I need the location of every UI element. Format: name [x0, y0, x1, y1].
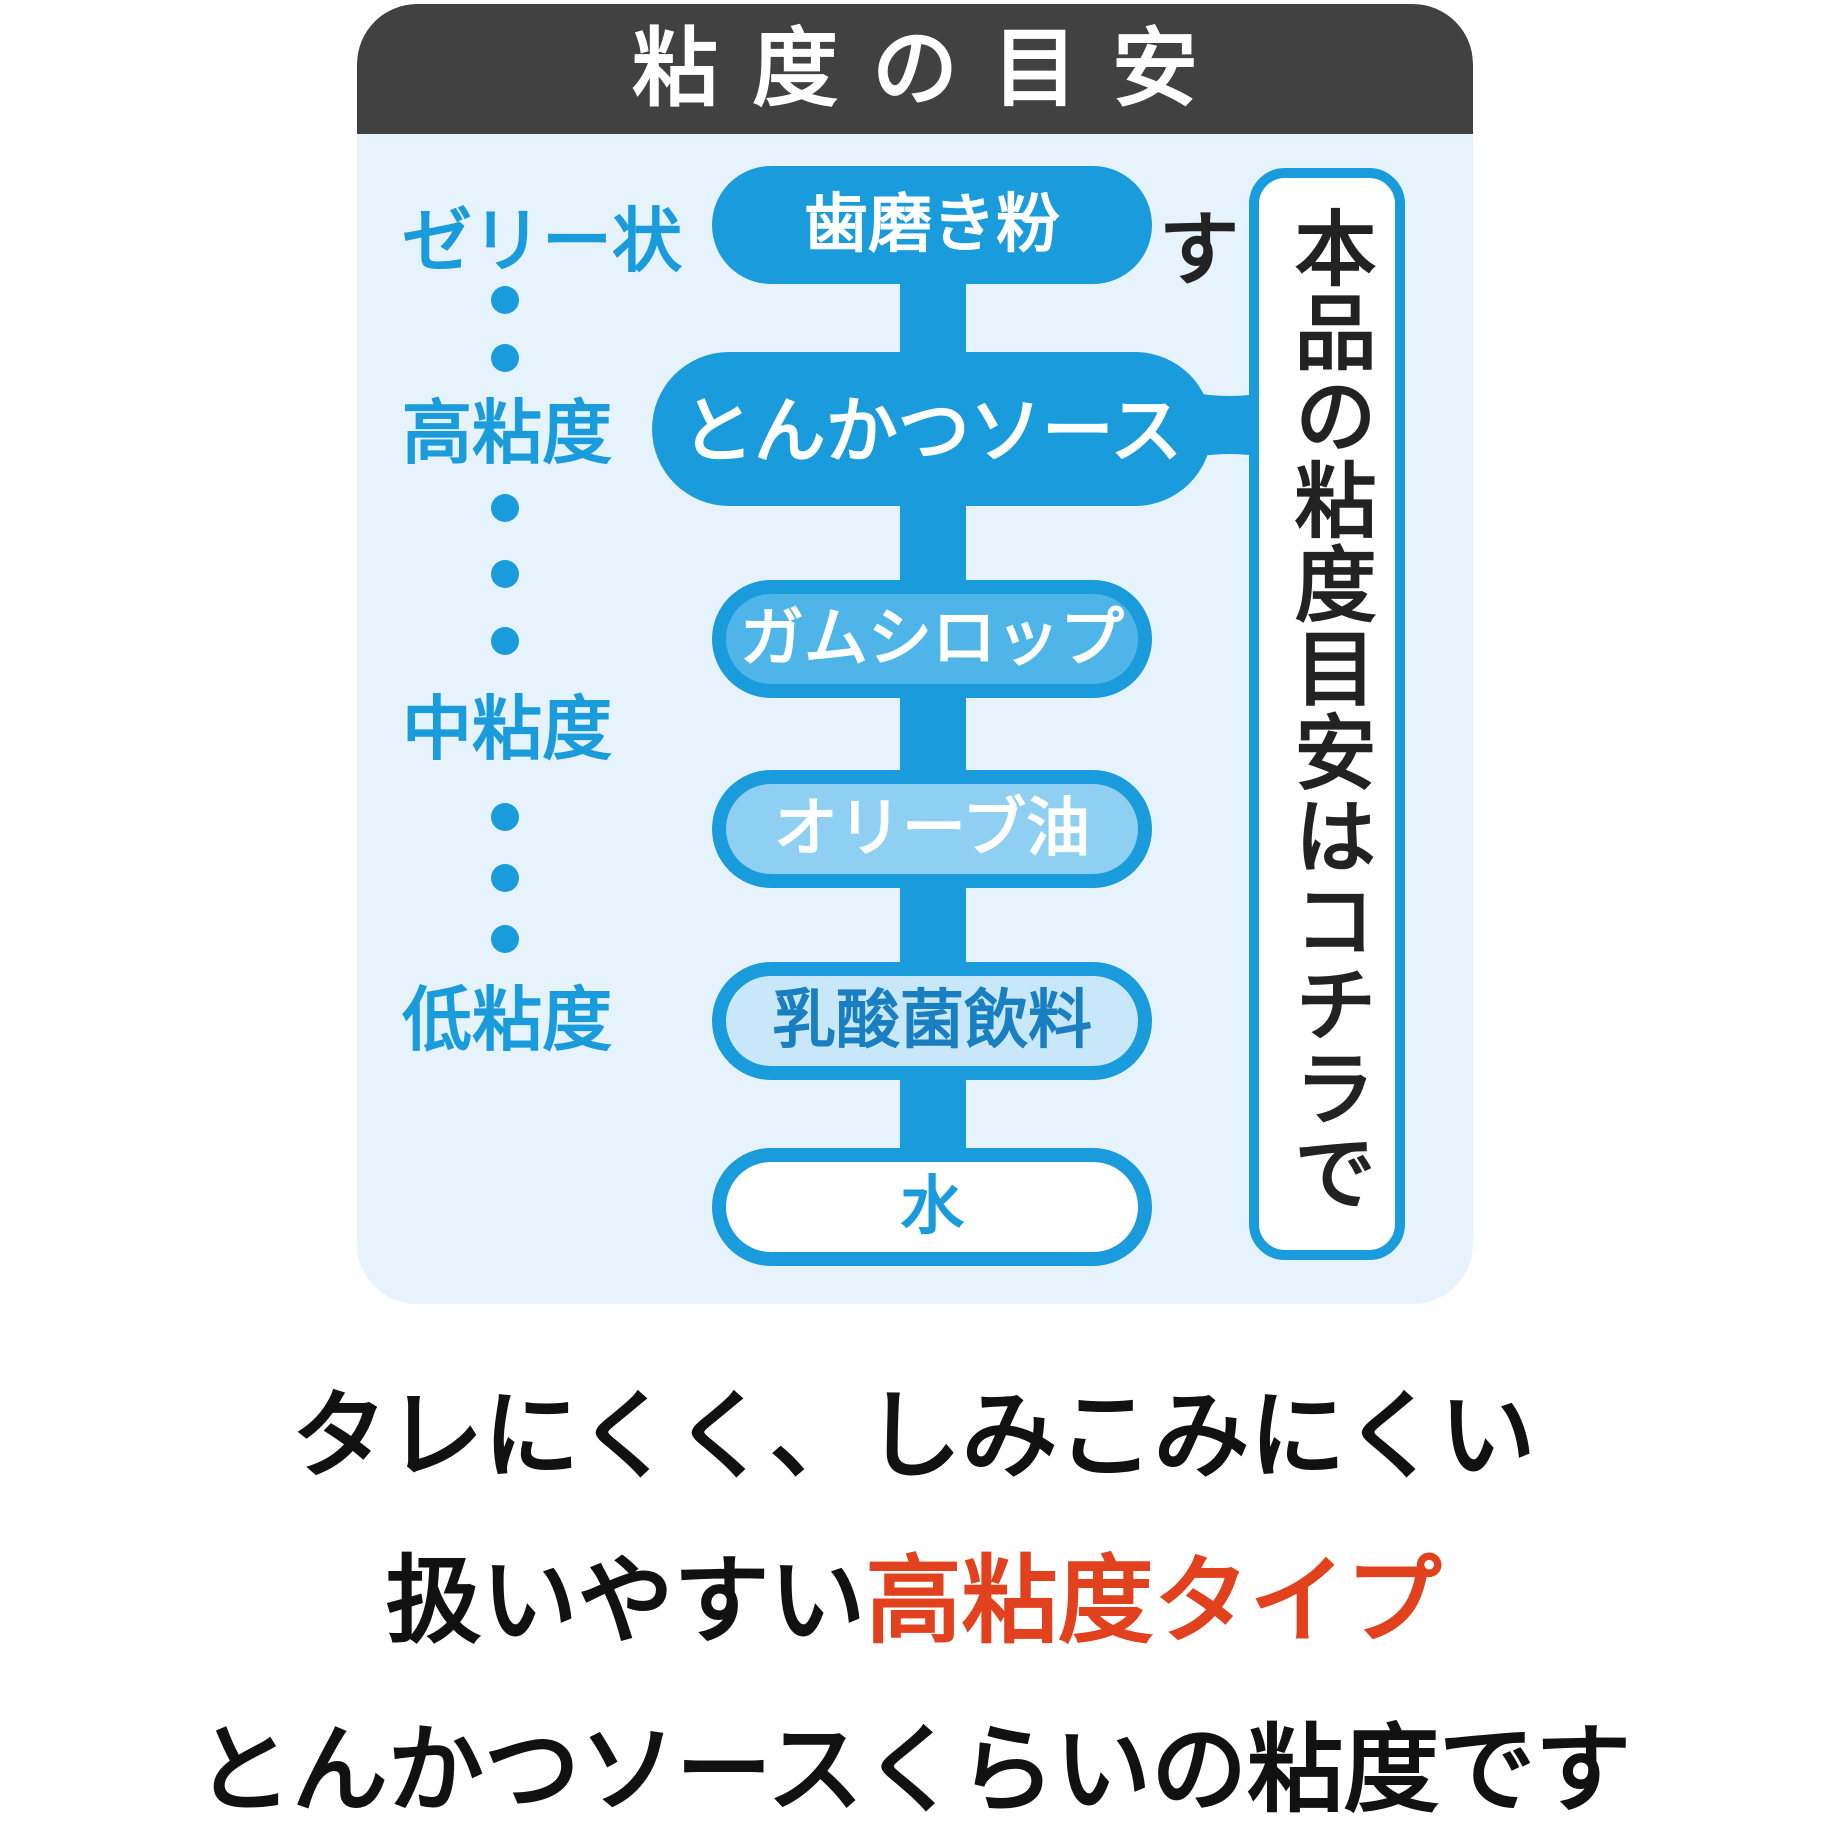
level-label-toothpaste: 歯磨き粉 [804, 188, 1060, 262]
level-label-water: 水 [900, 1170, 964, 1244]
level-label-tonkatsu-sauce: とんかつソース [681, 389, 1183, 473]
scale-label-low: 低粘度 [402, 979, 612, 1061]
level-label-gum-syrup: ガムシロップ [740, 602, 1124, 676]
product-note-text: 本品の粘度目安はコチラです [1144, 206, 1375, 1214]
scale-dot [491, 925, 519, 953]
scale-dot [491, 560, 519, 588]
product-note-box: 本品の粘度目安はコチラです [1144, 168, 1405, 1260]
level-label-olive-oil: オリーブ油 [773, 792, 1091, 866]
tagline-line3: とんかつソースくらいの粘度です [195, 1714, 1632, 1826]
scale-dot [491, 864, 519, 892]
scale-dot [491, 494, 519, 522]
scale-label-jelly: ゼリー状 [402, 200, 682, 282]
panel-header: 粘度の目安 [357, 4, 1473, 134]
scale-label-medium: 中粘度 [402, 688, 612, 770]
scale-dot [491, 286, 519, 314]
scale-dot [491, 627, 519, 655]
tagline-line2-prefix: 扱いやすい [385, 1545, 866, 1657]
scale-dot [491, 344, 519, 372]
scale-label-high: 高粘度 [402, 392, 612, 474]
level-label-lactic-drink: 乳酸菌飲料 [772, 984, 1092, 1058]
panel-title: 粘度の目安 [632, 19, 1232, 119]
scale-dot [491, 803, 519, 831]
tagline-line2-highlight: 高粘度タイプ [865, 1545, 1442, 1657]
tagline-line2: 扱いやすい高粘度タイプ [0, 1553, 1827, 1649]
tagline-line1: タレにくく、しみこみにくい [291, 1380, 1536, 1492]
